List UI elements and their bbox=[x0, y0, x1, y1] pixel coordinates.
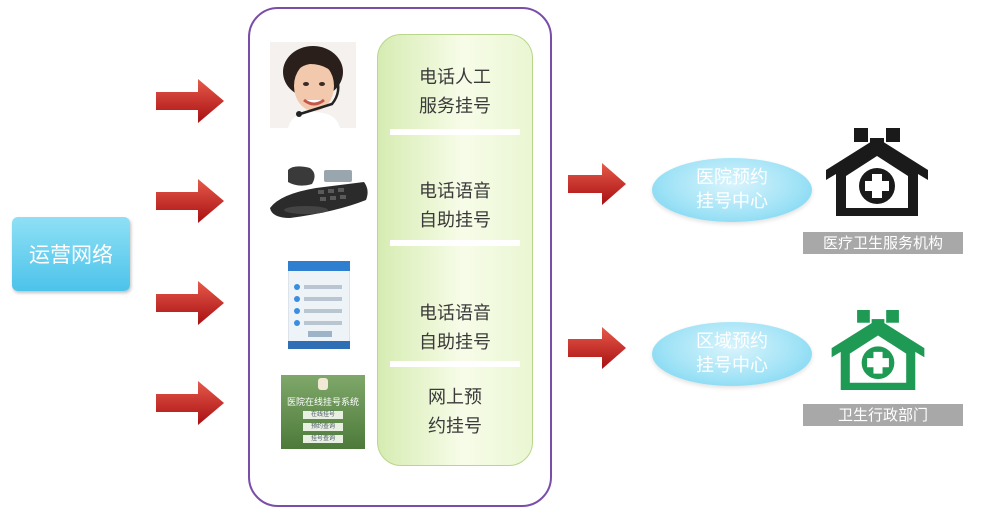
arrow-right-icon bbox=[568, 327, 626, 369]
web-button-1: 在线挂号 bbox=[303, 411, 343, 419]
channels-panel bbox=[377, 34, 533, 466]
panel-divider bbox=[390, 129, 520, 135]
operation-network-box: 运营网络 bbox=[12, 217, 130, 291]
health-house-icon bbox=[826, 128, 928, 216]
channel-web: 网上预约挂号 bbox=[428, 387, 482, 437]
channel-phone-voice: 电话语音自助挂号 bbox=[419, 181, 491, 231]
nurse-figure-icon bbox=[318, 378, 328, 390]
arrow-right-icon bbox=[156, 281, 224, 325]
org-label-medical: 医疗卫生服务机构 bbox=[803, 232, 963, 254]
arrow-right-icon bbox=[156, 381, 224, 425]
regional-booking-center: 区域预约挂号中心 bbox=[652, 322, 812, 386]
panel-divider bbox=[390, 361, 520, 367]
channel-phone-voice-2: 电话语音自助挂号 bbox=[419, 303, 491, 353]
arrow-right-icon bbox=[568, 163, 626, 205]
health-house-icon bbox=[831, 310, 925, 390]
operator-headset-image bbox=[270, 42, 356, 128]
hospital-booking-center: 医院预约挂号中心 bbox=[652, 158, 812, 222]
web-button-3: 挂号查询 bbox=[303, 435, 343, 443]
arrow-right-icon bbox=[156, 79, 224, 123]
web-button-2: 预约查询 bbox=[303, 423, 343, 431]
mobile-app-image bbox=[288, 261, 350, 349]
arrow-right-icon bbox=[156, 179, 224, 223]
panel-divider bbox=[390, 240, 520, 246]
web-booking-image: 医院在线挂号系统 在线挂号 预约查询 挂号查询 bbox=[281, 375, 365, 449]
operation-network-label: 运营网络 bbox=[29, 243, 113, 267]
web-title: 医院在线挂号系统 bbox=[286, 398, 359, 408]
channel-phone-manual: 电话人工服务挂号 bbox=[419, 67, 491, 117]
org-label-admin: 卫生行政部门 bbox=[803, 404, 963, 426]
desk-phone-image bbox=[270, 166, 368, 218]
